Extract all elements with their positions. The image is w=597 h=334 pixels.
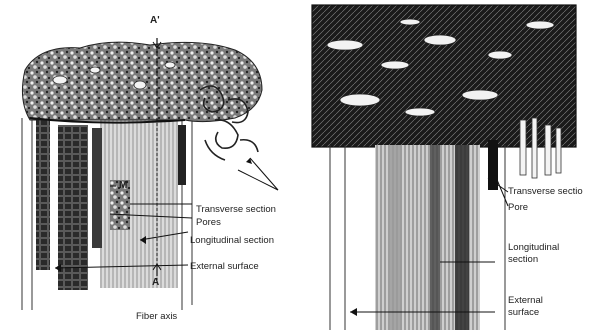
marker-bottom: A [152, 278, 159, 288]
label-transverse-section: Transverse section [196, 205, 276, 215]
label-fiber-axis: Fiber axis [136, 312, 177, 322]
label-right-external-2: surface [508, 308, 539, 318]
label-right-longitudinal-2: section [508, 255, 538, 265]
label-right-external-1: External [508, 296, 543, 306]
label-longitudinal-section: Longitudinal section [190, 236, 274, 246]
label-right-longitudinal-1: Longitudinal [508, 243, 559, 253]
label-external-surface: External surface [190, 262, 259, 272]
label-pores: Pores [196, 218, 221, 228]
marker-top: A' [150, 16, 160, 26]
label-right-transverse: Transverse sectio [508, 187, 583, 197]
label-right-pore: Pore [508, 203, 528, 213]
right-panel [312, 5, 576, 330]
marker-mid: M [119, 181, 127, 191]
